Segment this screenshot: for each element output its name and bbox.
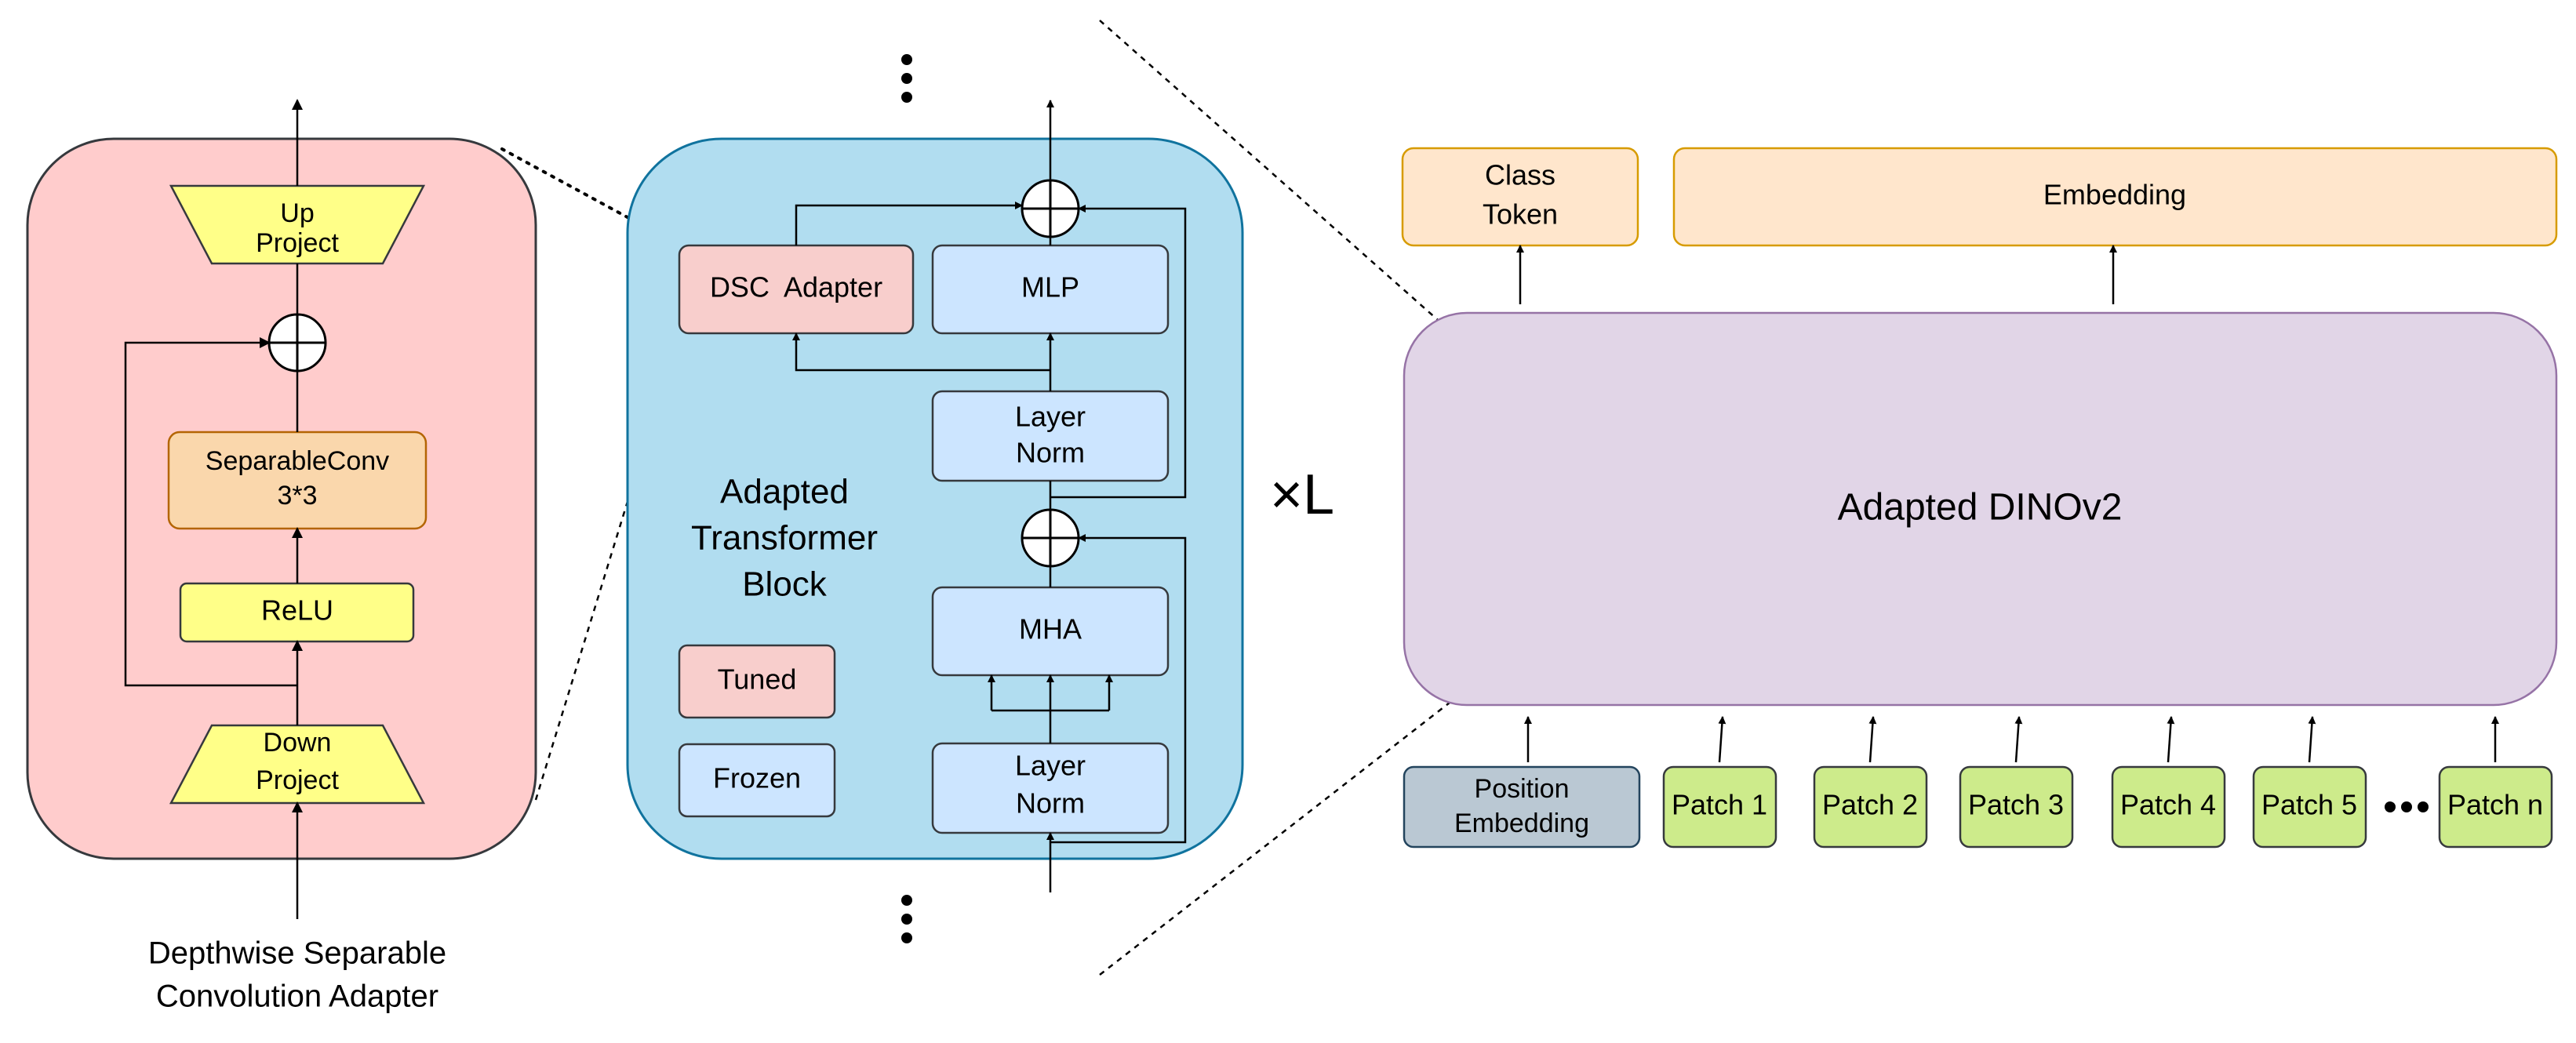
block-title-line2: Transformer — [691, 519, 878, 558]
position-embedding-label-line2: Embedding — [1454, 809, 1589, 838]
repeat-count-label: ×L — [1270, 463, 1334, 526]
legend-frozen-swatch — [678, 743, 836, 818]
adapter-panel: Up Project SeparableConv 3*3 ReLU Down P… — [26, 99, 537, 1014]
patch-4-label: Patch 4 — [2120, 789, 2216, 821]
up-project-label-line1: Up — [280, 198, 314, 228]
block-residual-upper — [1050, 205, 1187, 499]
patch-2-box — [1813, 765, 1928, 849]
down-project-shape — [169, 724, 426, 805]
block-residual-lower — [1050, 534, 1187, 844]
patch-5-box — [2252, 765, 2367, 849]
layer-norm-bottom-label-line1: Layer — [1015, 750, 1086, 782]
repeat-dot-bottom-3 — [901, 932, 912, 943]
patch-2-arrow — [1868, 716, 1877, 763]
repeat-dot-top-1 — [901, 54, 912, 65]
class-token-label-line2: Token — [1483, 198, 1558, 231]
repeat-dot-top-3 — [901, 92, 912, 103]
ln-top-to-adapter-arrow — [792, 333, 1050, 372]
down-project-label-line2: Project — [256, 765, 339, 795]
patch-3-arrow — [2014, 716, 2023, 763]
up-project-shape — [169, 184, 426, 265]
patch-4-box — [2111, 765, 2226, 849]
dsc-adapter-label: DSC Adapter — [710, 271, 882, 303]
patch-n-box — [2438, 765, 2553, 849]
dino-model-box — [1403, 311, 2558, 707]
layer-norm-top-label-line2: Norm — [1016, 437, 1085, 469]
block-title-line1: Adapted — [720, 473, 849, 511]
transformer-block-panel: DSC Adapter MLP Layer Norm MHA Layer Nor… — [626, 54, 1244, 943]
position-embedding-box — [1403, 765, 1641, 849]
patch-3-label: Patch 3 — [1968, 789, 2064, 821]
position-embedding-label-line1: Position — [1475, 774, 1570, 804]
patch-ellipsis-dot-1 — [2385, 801, 2396, 812]
down-project-label-line1: Down — [264, 728, 332, 758]
patch-4-arrow — [2167, 716, 2175, 763]
adapter-to-add-arrow — [795, 202, 1023, 245]
patch-n-label: Patch n — [2447, 789, 2543, 821]
block-title-line3: Block — [742, 565, 828, 604]
patch-3-box — [1959, 765, 2074, 849]
embedding-output-label: Embedding — [2043, 179, 2186, 211]
up-project-label-line2: Project — [256, 228, 339, 258]
dino-model-label: Adapted DINOv2 — [1838, 487, 2123, 529]
legend-tuned-label: Tuned — [718, 663, 797, 696]
patch-5-arrow — [2308, 716, 2316, 763]
patch-2-label: Patch 2 — [1822, 789, 1918, 821]
patch-1-label: Patch 1 — [1672, 789, 1767, 821]
relu-label: ReLU — [261, 594, 333, 627]
legend-frozen-label: Frozen — [713, 762, 801, 794]
separable-conv-label-line2: 3*3 — [277, 481, 317, 511]
adapter-skip-connection — [124, 337, 297, 687]
repeat-dot-bottom-2 — [901, 914, 912, 925]
zoom-line-dino-top — [1099, 20, 1439, 321]
patch-ellipsis-dot-3 — [2418, 801, 2429, 812]
legend-tuned-swatch — [678, 644, 836, 719]
adapter-caption-line2: Convolution Adapter — [156, 979, 438, 1014]
mha-label: MHA — [1019, 613, 1082, 645]
model-panel: Class Token Embedding Adapted DINOv2 Pos… — [1401, 147, 2558, 849]
repeat-dot-top-2 — [901, 73, 912, 84]
repeat-dot-bottom-1 — [901, 895, 912, 906]
separable-conv-label-line1: SeparableConv — [206, 446, 389, 476]
patch-1-arrow — [1718, 716, 1726, 763]
layer-norm-top-label-line1: Layer — [1015, 401, 1086, 433]
zoom-line-dino-bottom — [1099, 702, 1450, 976]
mlp-label: MLP — [1021, 271, 1079, 303]
patch-5-label: Patch 5 — [2261, 789, 2357, 821]
class-token-label-line1: Class — [1485, 159, 1555, 191]
layer-norm-bottom-label-line2: Norm — [1016, 787, 1085, 820]
patch-ellipsis-dot-2 — [2401, 801, 2412, 812]
adapter-caption-line1: Depthwise Separable — [148, 936, 446, 971]
patch-group: Patch 1 Patch 2 Patch 3 Patch 4 Patch 5 … — [1662, 716, 2553, 849]
patch-1-box — [1662, 765, 1777, 849]
